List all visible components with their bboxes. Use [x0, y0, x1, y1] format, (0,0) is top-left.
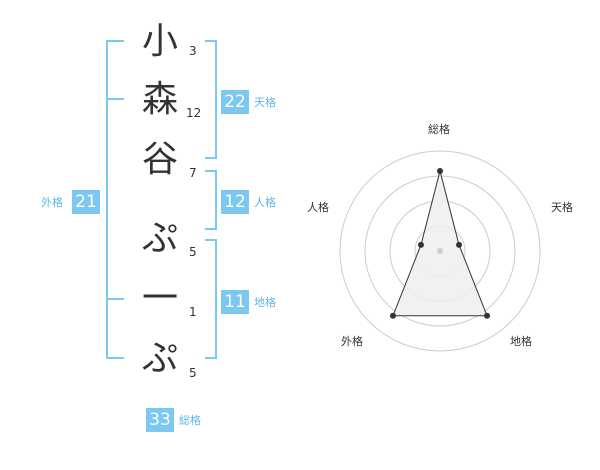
- radar-axis-label-3: 地格: [510, 335, 532, 348]
- stroke-count-4: 5: [189, 245, 197, 259]
- stroke-count-1: 3: [189, 44, 197, 58]
- gaikaku-bracket-tick-1: [106, 98, 124, 100]
- radar-point-4: [389, 312, 396, 319]
- gaikaku-label: 外格: [41, 196, 63, 209]
- radar-point-1: [437, 168, 443, 174]
- jinkaku-badge: 12: [221, 190, 249, 214]
- jinkaku-label: 人格: [254, 196, 276, 209]
- name-char-2: 森: [141, 79, 178, 120]
- name-char-6: ぷ: [141, 338, 178, 379]
- tenkaku-bracket-top: [205, 40, 217, 42]
- radar-axis-label-2: 天格: [551, 201, 573, 214]
- radar-series-polygon: [392, 170, 488, 317]
- soukaku-label: 総格: [179, 414, 201, 427]
- gaikaku-bracket-top: [106, 40, 124, 42]
- name-char-3: 谷: [141, 139, 178, 180]
- radar-axis-label-4: 外格: [341, 335, 363, 348]
- radar-point-3: [484, 312, 491, 319]
- jinkaku-bracket-vertical: [215, 170, 217, 229]
- stroke-count-3: 7: [189, 166, 197, 180]
- chikaku-bracket-top: [205, 239, 217, 241]
- radar-point-2: [456, 241, 463, 248]
- gaikaku-bracket-vertical: [106, 40, 108, 358]
- stroke-count-2: 12: [186, 106, 202, 120]
- chikaku-bracket-bottom: [205, 357, 217, 359]
- tenkaku-badge: 22: [221, 90, 249, 114]
- chikaku-label: 地格: [254, 296, 276, 309]
- gaikaku-bracket-tick-2: [106, 298, 124, 300]
- name-char-1: 小: [141, 21, 178, 62]
- radar-grid-ring-4: [339, 150, 541, 352]
- stroke-count-5: 1: [189, 305, 197, 319]
- tenkaku-label: 天格: [254, 96, 276, 109]
- jinkaku-bracket-bottom: [205, 228, 217, 230]
- gaikaku-badge: 21: [72, 190, 100, 214]
- radar-point-5: [417, 241, 424, 248]
- stroke-count-6: 5: [189, 366, 197, 380]
- tenkaku-bracket-vertical: [215, 40, 217, 158]
- soukaku-badge: 33: [146, 408, 174, 432]
- tenkaku-bracket-bottom: [205, 157, 217, 159]
- chikaku-badge: 11: [221, 290, 249, 314]
- radar-axis-label-5: 人格: [307, 201, 329, 214]
- name-char-4: ぷ: [141, 218, 178, 259]
- chikaku-bracket-vertical: [215, 239, 217, 358]
- name-char-5: 一: [141, 278, 178, 319]
- radar-axis-label-1: 総格: [428, 123, 450, 136]
- gaikaku-bracket-bottom: [106, 357, 124, 359]
- jinkaku-bracket-top: [205, 170, 217, 172]
- radar-center-dot: [437, 248, 443, 254]
